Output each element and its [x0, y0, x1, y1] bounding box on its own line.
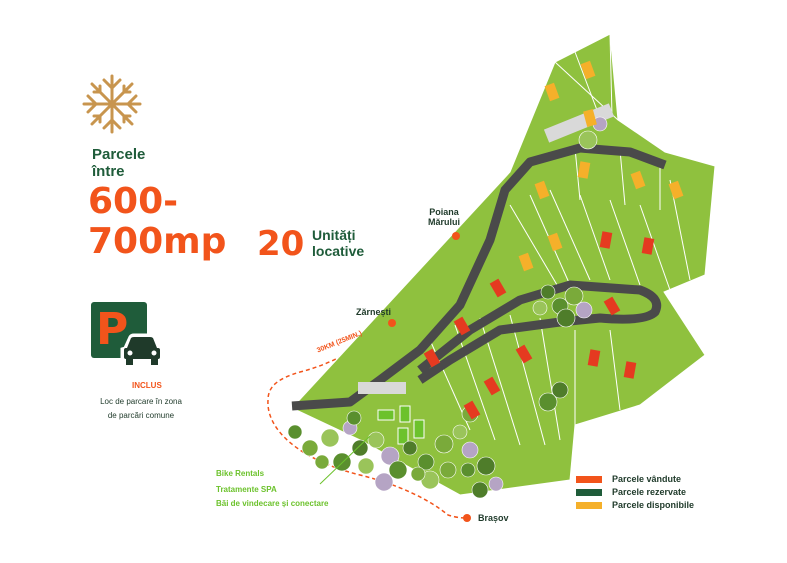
parcel-house-sold [623, 361, 637, 379]
parcel-house-available [544, 82, 560, 102]
tree [556, 308, 576, 328]
legend-swatch-sold [576, 476, 602, 483]
amenity-buildings [377, 405, 425, 445]
parcel-house-sold [489, 278, 507, 298]
tree [476, 456, 496, 476]
tree [346, 410, 362, 426]
units-label-line2: locative [312, 243, 365, 259]
tree [564, 286, 584, 306]
parcel-house-sold [483, 376, 501, 396]
tree [488, 476, 504, 492]
amenity-spa: Tratamente SPA [216, 485, 277, 494]
parking-lot-lower [358, 382, 406, 394]
units-label-line1: Unități [312, 227, 356, 243]
amenity-healing-baths: Băi de vindecare și conectare [216, 499, 329, 508]
tree [410, 466, 426, 482]
tree [434, 434, 454, 454]
parking-letter: P [96, 304, 129, 355]
parking-description-line1: Loc de parcare în zona [100, 397, 182, 406]
parcel-house-sold [603, 296, 621, 316]
snowflake-logo-icon [82, 74, 142, 134]
parcel-house-sold [599, 231, 613, 249]
zarnesti-marker [388, 319, 396, 327]
tree [374, 472, 394, 492]
tree [540, 284, 556, 300]
parcel-house-sold [453, 316, 471, 336]
tree [417, 453, 435, 471]
tree [287, 424, 303, 440]
loop-road [417, 280, 662, 384]
tree [357, 457, 375, 475]
amenity-connector [319, 435, 371, 485]
car-icon [120, 333, 164, 365]
tree [460, 462, 476, 478]
parcel-house-sold [587, 349, 601, 367]
parcel-size-line1: 600- [88, 181, 179, 222]
parcels-label-line2: între [92, 163, 125, 180]
tree [332, 452, 352, 472]
tree [439, 461, 457, 479]
tree [314, 454, 330, 470]
parcels-label: Parcele între [92, 146, 145, 180]
parcel-house-available [583, 108, 597, 128]
parcels-label-line1: Parcele [92, 146, 146, 163]
parcel-house-sold [641, 237, 655, 255]
legend-swatch-reserved [576, 489, 602, 496]
poiana-label: Poiana Mărului [428, 207, 460, 227]
legend-swatch-available [576, 502, 602, 509]
parking-description: Loc de parcare în zona de parcări comune [86, 395, 196, 423]
tree [320, 428, 340, 448]
parcel-house-sold [515, 344, 533, 364]
tree [578, 130, 598, 150]
tree [532, 300, 548, 316]
units-number: 20 [257, 224, 305, 264]
units-label: Unități locative [312, 227, 364, 259]
poiana-label-line1: Poiana [429, 207, 459, 217]
parcel-house-available [580, 60, 596, 80]
tree [367, 431, 385, 449]
tree [452, 424, 468, 440]
brasov-label: Brașov [478, 513, 509, 523]
tree [538, 392, 558, 412]
parcel-house-sold [463, 400, 481, 420]
tree [551, 381, 569, 399]
parcel-houses [423, 60, 684, 420]
parcel-house-available [534, 180, 550, 200]
parcel-house-available [630, 170, 646, 190]
parking-description-line2: de parcări comune [107, 411, 175, 420]
parcel-house-available [547, 232, 563, 252]
tree [575, 301, 593, 319]
tree-cluster [287, 116, 608, 499]
tree [402, 440, 418, 456]
parking-lot-upper [543, 103, 615, 143]
parking-included-label: INCLUS [132, 381, 162, 390]
parcel-house-sold [423, 348, 441, 368]
amenity-bike-rentals: Bike Rentals [216, 469, 265, 478]
poiana-label-line2: Mărului [428, 217, 461, 227]
zarnesti-label: Zărnești [356, 307, 392, 317]
tree [471, 481, 489, 499]
poiana-marker [452, 232, 460, 240]
parcel-house-available [577, 161, 591, 179]
legend-label-sold: Parcele vândute [612, 474, 682, 484]
tree [461, 441, 479, 459]
tree [351, 439, 369, 457]
brasov-marker [463, 514, 471, 522]
tree [380, 446, 400, 466]
parcel-size-line2: 700mp [88, 221, 227, 262]
tree [388, 460, 408, 480]
legend-label-available: Parcele disponibile [612, 500, 695, 510]
parcel-house-available [518, 252, 534, 272]
parcel-house-available [668, 180, 684, 200]
parcel-size: 600- 700mp [88, 182, 226, 262]
legend-label-reserved: Parcele rezervate [612, 487, 687, 497]
tree [301, 439, 319, 457]
